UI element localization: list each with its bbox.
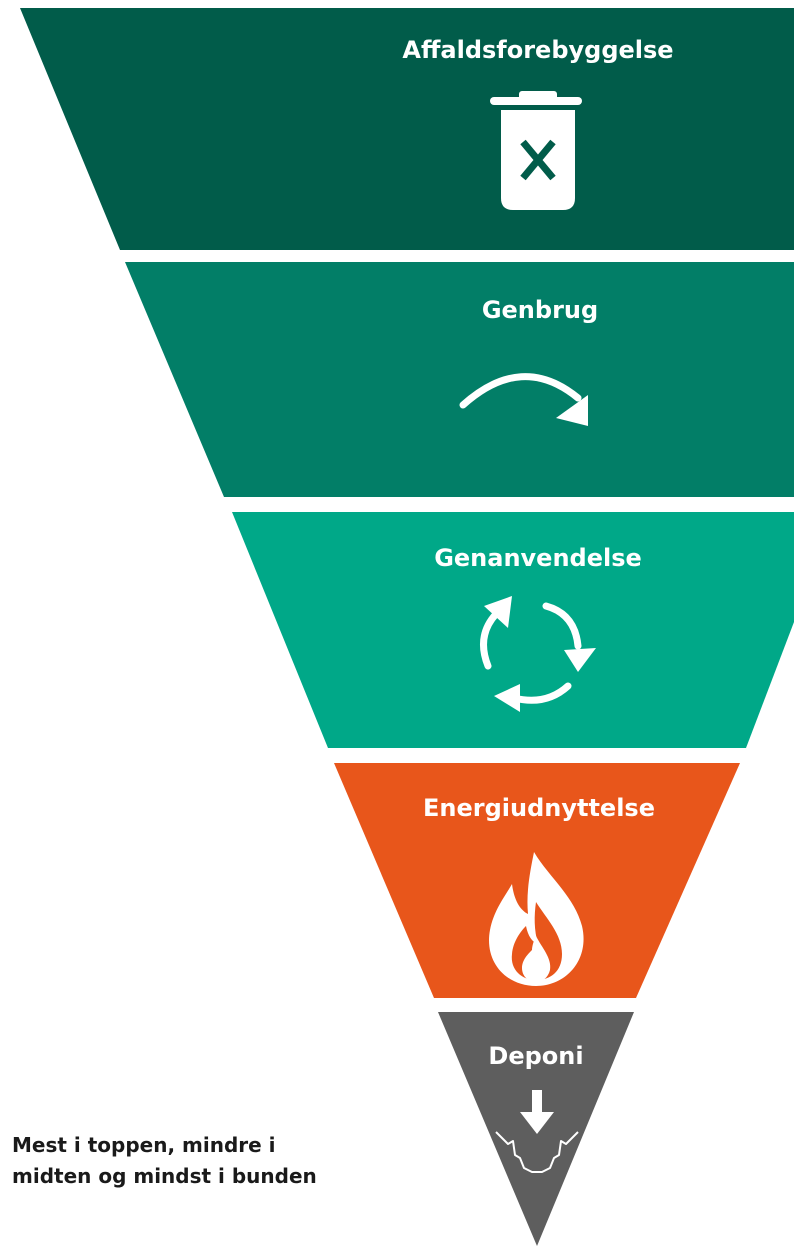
tier-3-label: Genanvendelse [434, 544, 642, 572]
caption: Mest i toppen, mindre i midten og mindst… [12, 1130, 342, 1192]
tier-deponi: Deponi [438, 1012, 634, 1246]
curved-arrow-icon [459, 373, 588, 426]
caption-line-2: midten og mindst i bunden [12, 1164, 317, 1188]
tier-3-band [232, 512, 794, 748]
tier-affaldsforebyggelse: Affaldsforebyggelse [20, 8, 794, 250]
recycle-arrows-icon [480, 596, 596, 712]
tier-2-band [125, 262, 794, 497]
caption-line-1: Mest i toppen, mindre i [12, 1133, 276, 1157]
tier-2-label: Genbrug [482, 296, 598, 324]
tier-1-label: Affaldsforebyggelse [402, 36, 673, 64]
flame-icon [489, 852, 584, 986]
tier-genanvendelse: Genanvendelse [232, 512, 794, 748]
tier-1-band [20, 8, 794, 250]
tier-5-label: Deponi [488, 1042, 583, 1070]
tier-energiudnyttelse: Energiudnyttelse [334, 763, 740, 998]
tier-4-label: Energiudnyttelse [423, 794, 655, 822]
trash-bin-x-icon [490, 91, 582, 210]
tier-genbrug: Genbrug [125, 262, 794, 497]
landfill-down-arrow-icon [495, 1090, 579, 1173]
